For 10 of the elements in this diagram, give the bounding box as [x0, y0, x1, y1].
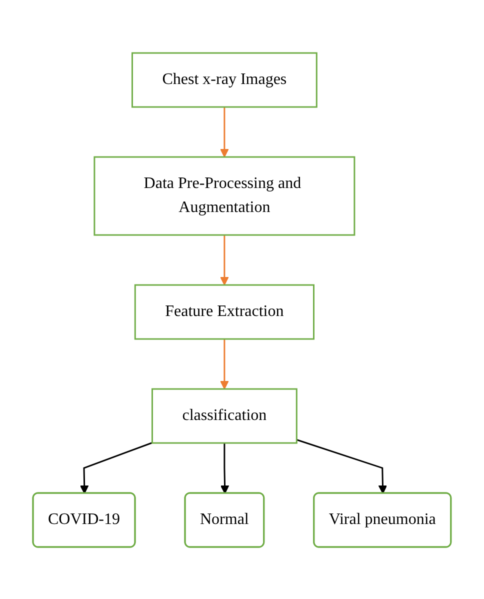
- arrow: [220, 442, 230, 494]
- arrow: [80, 442, 153, 494]
- arrow: [220, 234, 229, 285]
- node-box: Data Pre-Processing and Augmentation: [94, 156, 356, 236]
- arrow: [296, 438, 388, 494]
- arrow: [220, 106, 229, 157]
- arrow: [220, 338, 229, 389]
- node-box: classification: [152, 388, 298, 444]
- node-box: Feature Extraction: [134, 284, 315, 340]
- node-box: Chest x-ray Images: [132, 52, 318, 108]
